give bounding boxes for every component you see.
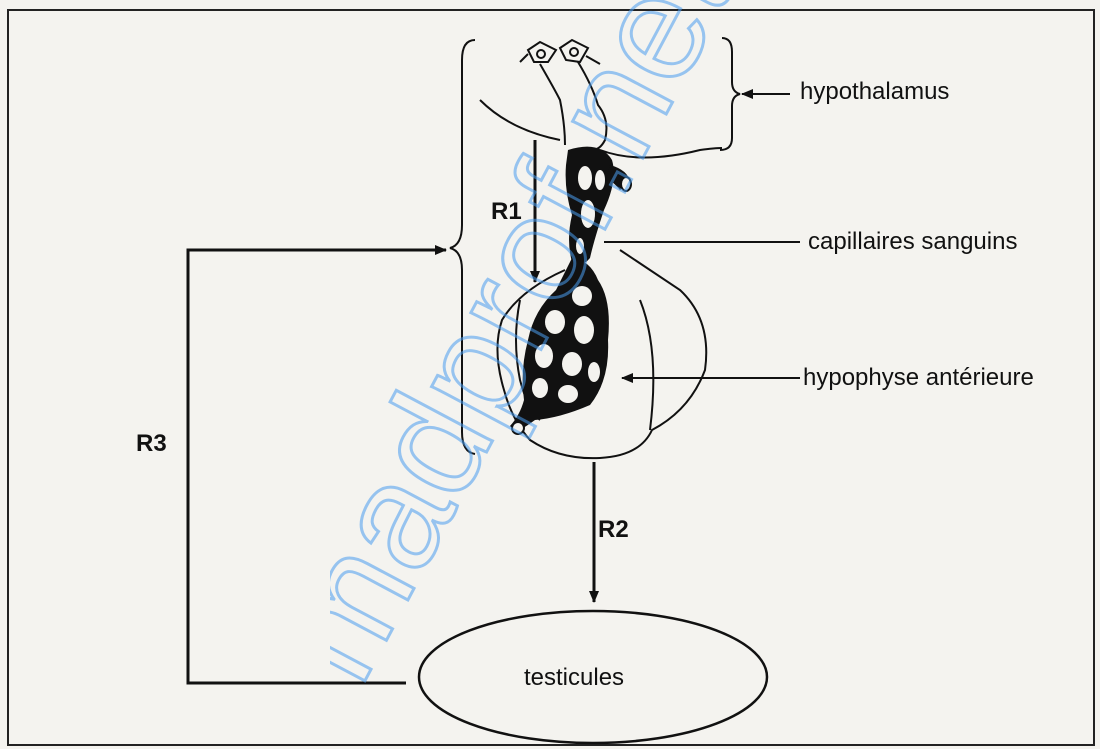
capillary-network-pituitary — [510, 258, 609, 434]
hypothalamus-structure — [480, 40, 722, 158]
label-hypophyse-anterieure: hypophyse antérieure — [803, 366, 1034, 390]
r3-feedback-arrow — [188, 250, 446, 683]
label-r3: R3 — [136, 432, 167, 456]
label-hypothalamus: hypothalamus — [800, 80, 949, 104]
label-capillaires-sanguins: capillaires sanguins — [808, 230, 1017, 254]
hypothalamus-brace — [720, 38, 740, 150]
capillary-network-stalk — [566, 147, 631, 266]
label-r1: R1 — [491, 200, 522, 224]
label-r2: R2 — [598, 518, 629, 542]
left-brace — [450, 40, 475, 454]
label-testicules: testicules — [524, 666, 624, 690]
